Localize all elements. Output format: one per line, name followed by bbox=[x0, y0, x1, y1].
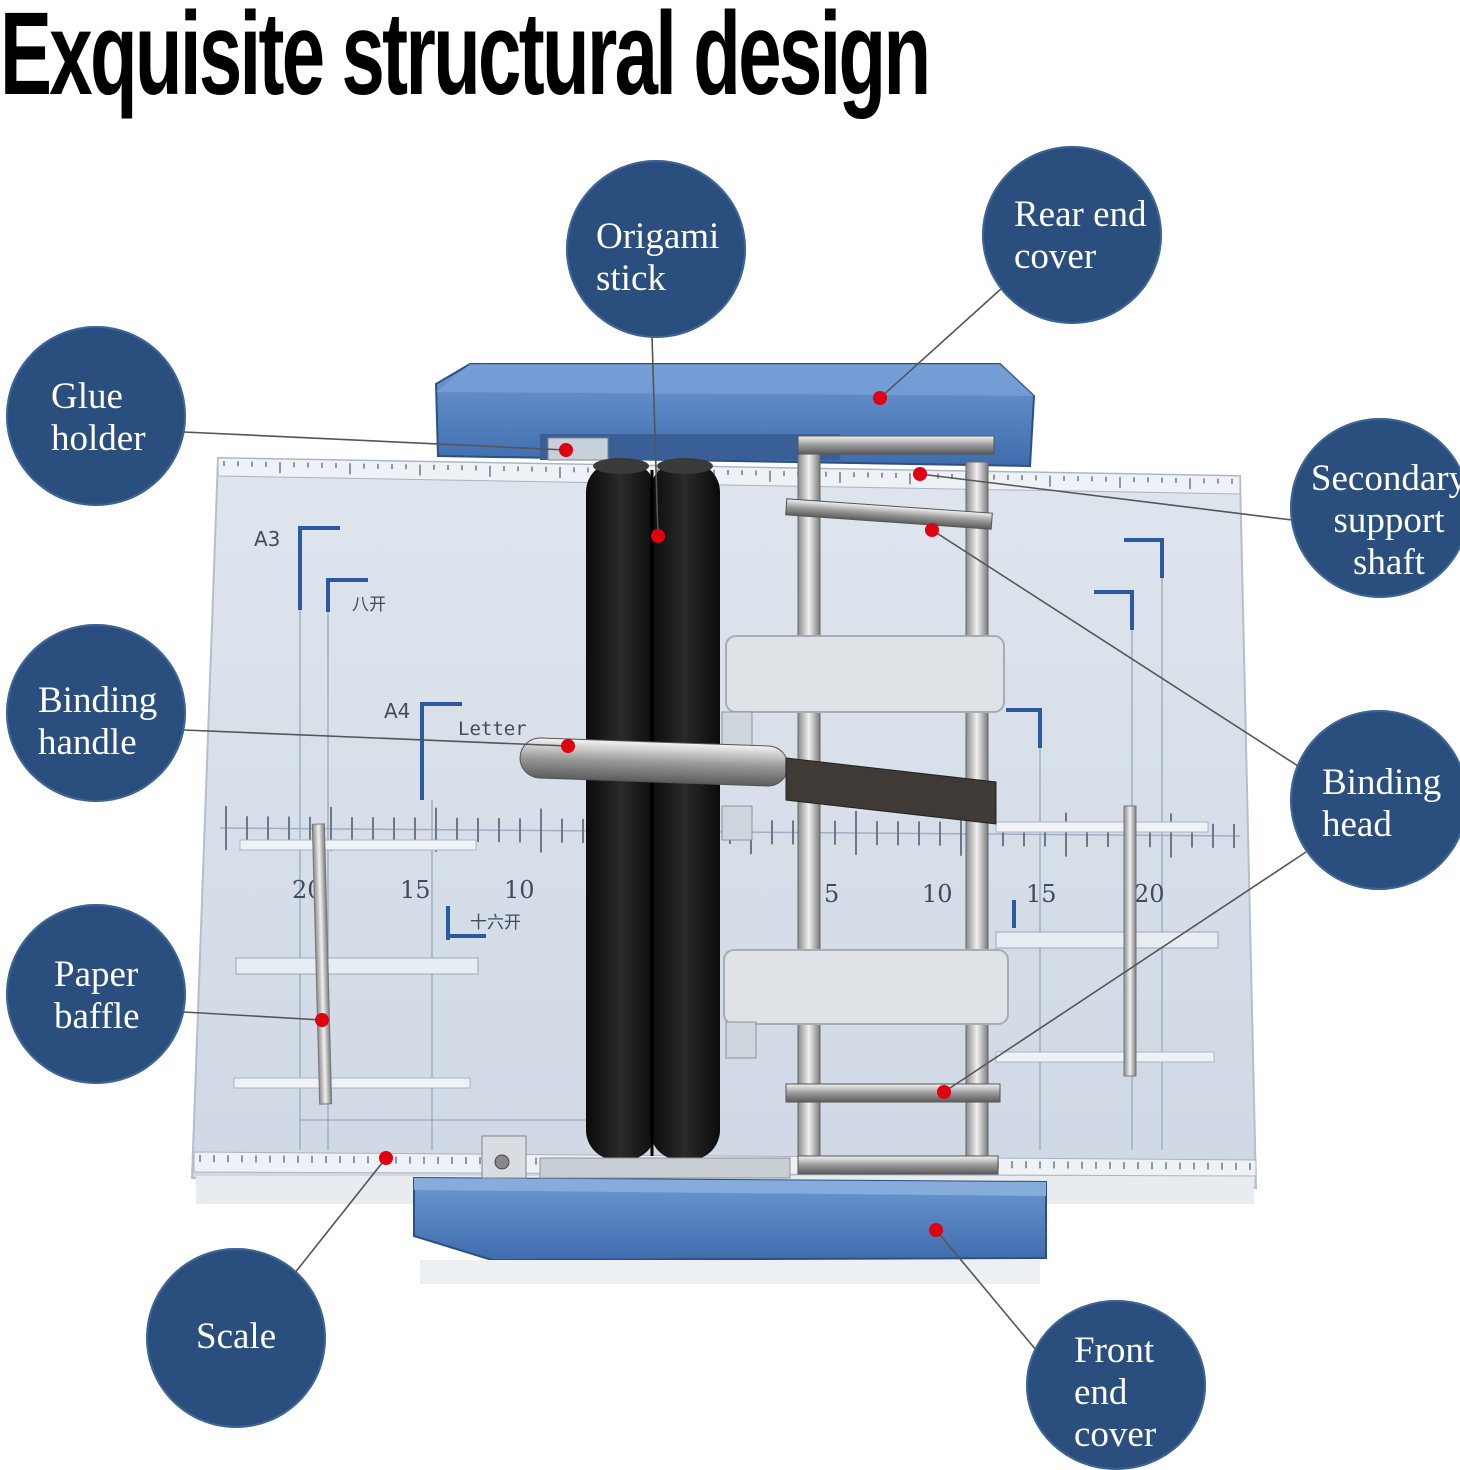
leader-paper-baffle bbox=[183, 1011, 323, 1021]
leader-binding-handle bbox=[183, 729, 569, 747]
marker-rear-end-cover bbox=[873, 391, 887, 405]
callout-front-end-cover: Front end cover bbox=[1026, 1300, 1206, 1470]
leader-secondary-shaft bbox=[919, 473, 1293, 521]
leader-lines bbox=[183, 287, 1307, 1351]
callout-binding-handle: Binding handle bbox=[6, 624, 186, 802]
callout-label: Glue holder bbox=[51, 376, 146, 459]
callout-scale: Scale bbox=[146, 1248, 326, 1428]
scale-number: 15 bbox=[400, 876, 431, 904]
callout-label: Scale bbox=[196, 1316, 277, 1357]
leader-binding-head-top bbox=[931, 529, 1299, 767]
leader-glue-holder bbox=[183, 431, 567, 451]
callout-secondary-support-shaft: Secondary support shaft bbox=[1290, 418, 1460, 598]
scale-number: 10 bbox=[504, 876, 535, 904]
marker-binding-handle bbox=[561, 739, 575, 753]
leader-origami-stick bbox=[651, 335, 659, 537]
marker-secondary-shaft bbox=[913, 467, 927, 481]
marker-origami-stick bbox=[651, 529, 665, 543]
binding-handle[interactable] bbox=[519, 737, 997, 825]
callout-label: Origami stick bbox=[596, 216, 720, 299]
callout-label: Secondary support shaft bbox=[1310, 458, 1460, 583]
scale-number: 15 bbox=[1026, 880, 1057, 908]
callout-origami-stick: Origami stick bbox=[566, 160, 746, 338]
callout-label: Paper baffle bbox=[54, 954, 140, 1037]
marker-scale bbox=[379, 1151, 393, 1165]
marker-binding-head-bottom bbox=[937, 1085, 951, 1099]
callout-label: Binding head bbox=[1322, 762, 1442, 845]
callout-binding-head: Binding head bbox=[1290, 710, 1460, 890]
page-title: Exquisite structural design bbox=[0, 0, 931, 120]
marker-front-end-cover bbox=[929, 1223, 943, 1237]
callout-label: Binding handle bbox=[38, 680, 158, 763]
size-mark-shiliukai: 十六开 bbox=[470, 913, 521, 933]
marker-paper-baffle bbox=[315, 1013, 329, 1027]
marker-binding-head-top bbox=[925, 523, 939, 537]
origami-stick bbox=[586, 458, 720, 1160]
leader-binding-head-bottom bbox=[943, 851, 1307, 1093]
leader-front-end-cover bbox=[935, 1229, 1037, 1351]
scale-number: 20 bbox=[1134, 880, 1165, 908]
callout-rear-end-cover: Rear end cover bbox=[982, 146, 1162, 324]
scale-number: 10 bbox=[922, 880, 953, 908]
leader-scale bbox=[293, 1157, 387, 1275]
marker-glue-holder bbox=[559, 443, 573, 457]
markers bbox=[315, 391, 951, 1237]
size-mark-bakai: 八开 bbox=[352, 595, 386, 615]
front-end-cover bbox=[413, 1176, 1047, 1284]
callout-label: Rear end cover bbox=[1014, 194, 1147, 277]
size-mark-a4: A4 bbox=[384, 699, 410, 723]
size-mark-a3: A3 bbox=[254, 527, 280, 551]
callout-label: Front end cover bbox=[1074, 1330, 1157, 1455]
leader-rear-end-cover bbox=[879, 287, 1003, 399]
callout-paper-baffle: Paper baffle bbox=[6, 904, 186, 1084]
callout-glue-holder: Glue holder bbox=[6, 326, 186, 506]
scale-slider[interactable] bbox=[481, 1135, 791, 1179]
scale-number: 5 bbox=[824, 880, 839, 908]
size-mark-letter: Letter bbox=[458, 718, 527, 740]
paper-baffle-left[interactable] bbox=[233, 823, 479, 1105]
size-guides bbox=[298, 526, 1164, 940]
